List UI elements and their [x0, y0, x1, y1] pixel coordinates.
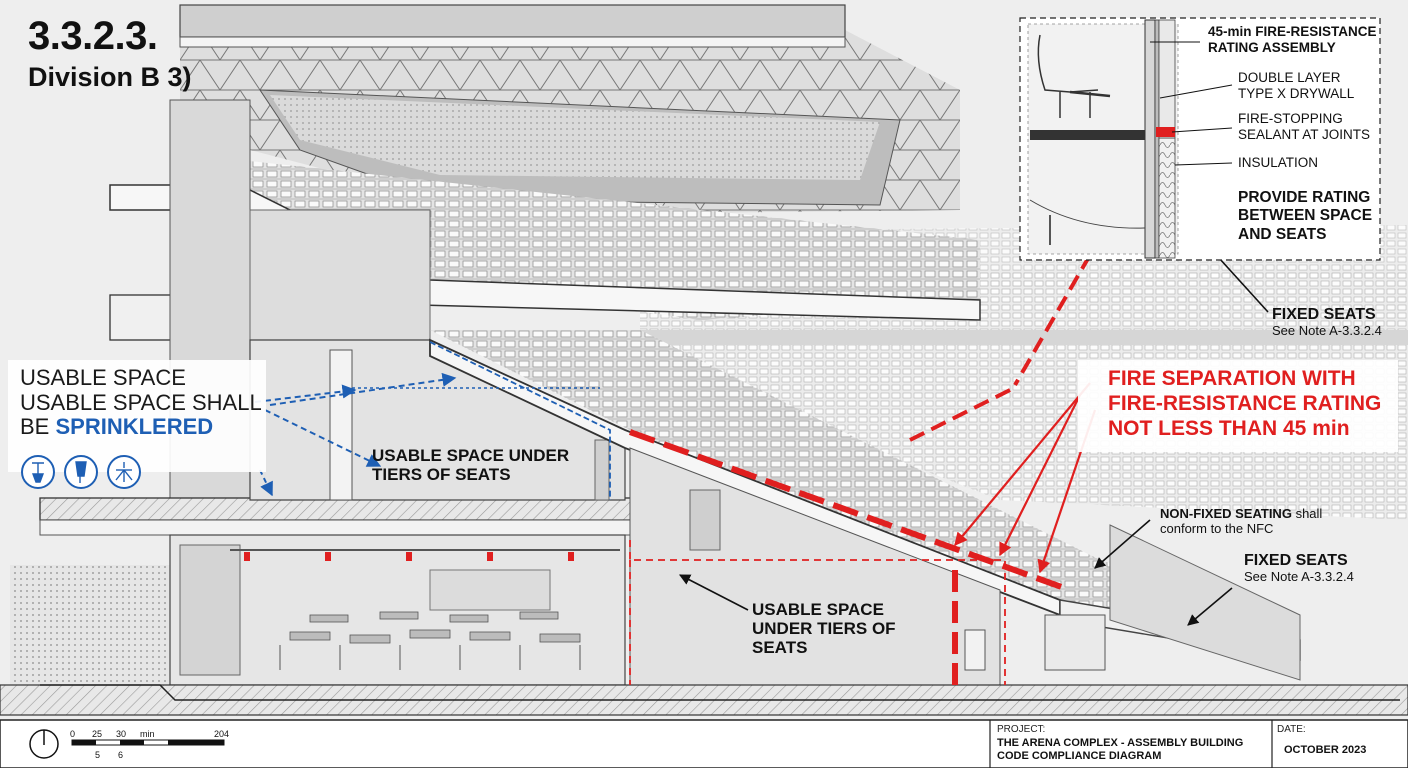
fixed-seats-lower-label: FIXED SEATS See Note A-3.3.2.4 [1244, 552, 1354, 584]
left-note-panel [8, 360, 266, 472]
sprinkler-icons [21, 455, 141, 489]
sprinkler-requirement-note: USABLE SPACE USABLE SPACE SHALL BE SPRIN… [20, 365, 262, 440]
fire-separation-lines [628, 254, 1097, 685]
date-label: DATE: [1277, 724, 1306, 735]
project-name: THE ARENA COMPLEX - ASSEMBLY BUILDING CO… [997, 737, 1244, 763]
insulation-callout: INSULATION [1238, 155, 1319, 170]
lower-dining-space [169, 534, 626, 686]
date-value: OCTOBER 2023 [1284, 744, 1367, 756]
fire-note-panel [1078, 360, 1398, 452]
code-section-number: 3.3.2.3. [28, 14, 158, 58]
ground-slab [0, 684, 1408, 716]
under-tier-lower-space [629, 447, 1106, 686]
note-line-3: BE SPRINKLERED [20, 414, 214, 440]
fire-separation-note: FIRE SEPARATION WITH FIRE-RESISTANCE RAT… [1108, 367, 1382, 441]
scale-tick-204: 204 [214, 729, 230, 739]
fixed-seats-upper-label: FIXED SEATS See Note A-3.3.2.4 [1272, 306, 1382, 338]
note-line-1: USABLE SPACE [20, 365, 186, 390]
scale-tick-5: 5 [95, 750, 101, 760]
scale-tick-25: 25 [92, 729, 103, 739]
scale-tick-30: 30 [116, 729, 127, 739]
title-block [0, 719, 1408, 768]
scale-unit: min [140, 729, 155, 739]
scale-tick-0: 0 [70, 729, 76, 739]
main-seating-rake [429, 330, 1301, 681]
wall-section-detail [1019, 17, 1381, 261]
provide-rating-callout: PROVIDE RATING BETWEEN SPACE AND SEATS [1238, 189, 1373, 243]
division-reference: Division B 3) [28, 62, 192, 92]
note-line-2: USABLE SPACE SHALL [20, 389, 262, 415]
roof-truss [179, 4, 960, 215]
scale-bar [71, 739, 225, 746]
usable-space-upper-label: USABLE SPACE UNDER TIERS OF SEATS [372, 446, 570, 485]
non-fixed-seating-label: NON-FIXED SEATING shall conform to the N… [1160, 506, 1323, 536]
project-label: PROJECT: [997, 724, 1046, 735]
detail-title: 45-min FIRE-RESISTANCE RATING ASSEMBLY [1208, 24, 1377, 55]
drywall-callout: DOUBLE LAYER TYPE X DRYWALL [1238, 70, 1355, 101]
scale-tick-6: 6 [118, 750, 124, 760]
sprinklered-emphasis: SPRINKLERED [55, 414, 214, 440]
sprinkler-arrows [254, 341, 611, 500]
usable-space-lower-label: USABLE SPACE UNDER TIERS OF SEATS [752, 600, 896, 658]
sealant-callout: FIRE-STOPPING SEALANT AT JOINTS [1238, 111, 1371, 142]
